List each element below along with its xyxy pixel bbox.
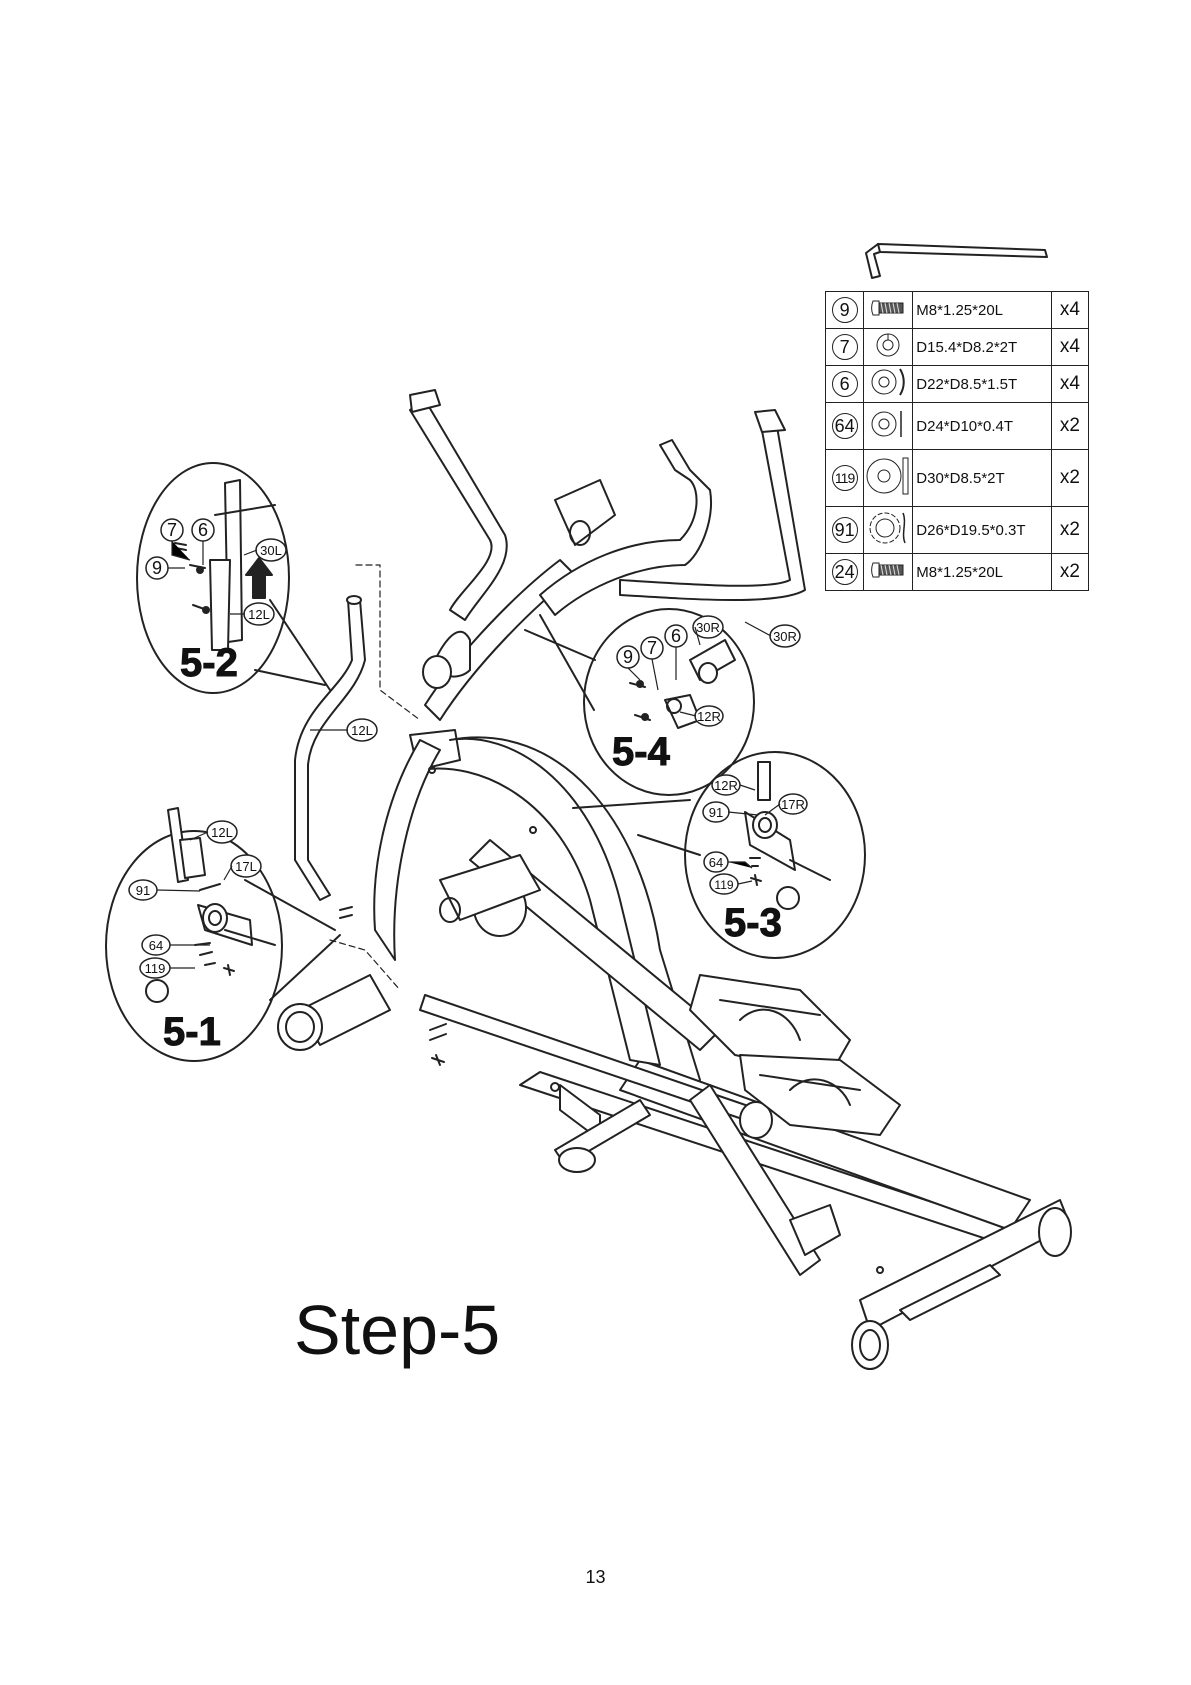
spring-washer-icon (864, 329, 913, 366)
part-number-cell: 6 (826, 366, 864, 403)
part-spec: D26*D19.5*0.3T (913, 507, 1052, 554)
part-number: 9 (832, 297, 858, 323)
part-quantity: x4 (1051, 366, 1088, 403)
detail-5-4 (525, 609, 754, 795)
detail-5-2 (137, 463, 330, 693)
part-quantity: x2 (1051, 554, 1088, 591)
part-number: 24 (832, 559, 858, 585)
bolt-icon (864, 292, 913, 329)
part-number-cell: 7 (826, 329, 864, 366)
part-number-cell: 119 (826, 450, 864, 507)
part-number: 119 (832, 465, 858, 491)
flat-washer-icon (864, 403, 913, 450)
part-quantity: x2 (1051, 507, 1088, 554)
part-number: 91 (832, 517, 858, 543)
part-number-cell: 91 (826, 507, 864, 554)
part-spec: D15.4*D8.2*2T (913, 329, 1052, 366)
left-arm-12L (295, 596, 365, 918)
part-spec: D24*D10*0.4T (913, 403, 1052, 450)
step-title: Step-5 (294, 1290, 500, 1370)
large-washer-icon (864, 450, 913, 507)
part-number-cell: 9 (826, 292, 864, 329)
part-quantity: x4 (1051, 329, 1088, 366)
bolt-icon (864, 554, 913, 591)
part-quantity: x4 (1051, 292, 1088, 329)
part-spec: M8*1.25*20L (913, 554, 1052, 591)
part-number-cell: 64 (826, 403, 864, 450)
part-number: 6 (832, 371, 858, 397)
allen-wrench-icon (866, 244, 1047, 278)
part-quantity: x2 (1051, 403, 1088, 450)
page-number: 13 (0, 1567, 1191, 1588)
reference-circle (777, 887, 799, 909)
part-number-cell: 24 (826, 554, 864, 591)
part-spec: D22*D8.5*1.5T (913, 366, 1052, 403)
part-quantity: x2 (1051, 450, 1088, 507)
part-spec: M8*1.25*20L (913, 292, 1052, 329)
curved-washer-icon (864, 366, 913, 403)
reference-circle (146, 980, 168, 1002)
wave-washer-icon (864, 507, 913, 554)
part-number: 64 (832, 413, 858, 439)
part-spec: D30*D8.5*2T (913, 450, 1052, 507)
part-number: 7 (832, 334, 858, 360)
